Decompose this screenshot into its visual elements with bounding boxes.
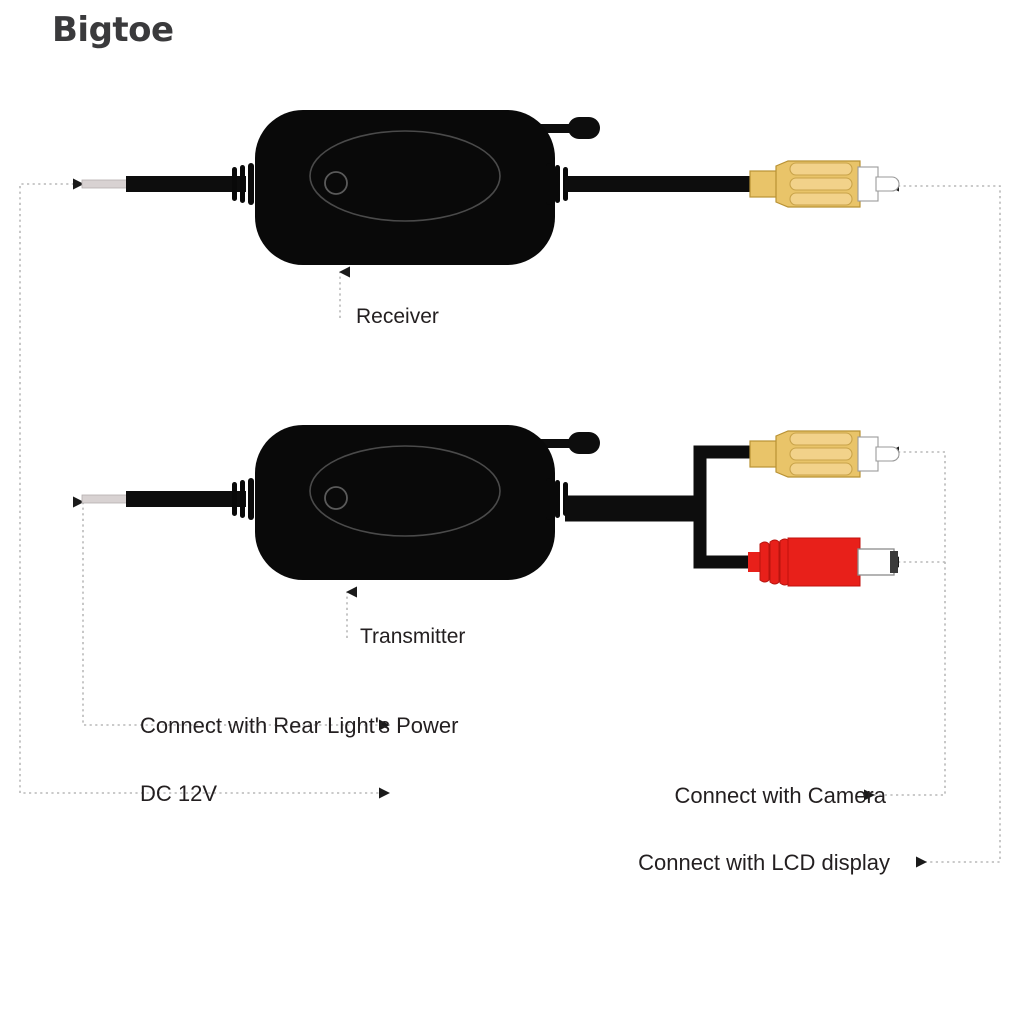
receiver-strain-relief-left [232,163,254,205]
label-connect-camera: Connect with Camera [674,783,886,808]
label-dc-12v: DC 12V [140,781,218,806]
leader-camera-yellow [863,446,946,801]
transmitter-input-wire [81,491,246,507]
transmitter-rca-yellow [749,430,900,478]
part-callout-stems [338,266,358,638]
transmitter-rca-red [747,537,899,587]
receiver-decal-ellipse [309,130,501,222]
label-receiver: Receiver [356,305,439,328]
transmitter-body [255,425,555,580]
receiver-assembly [81,110,900,265]
receiver-input-wire [81,176,246,192]
label-connect-lcd-display: Connect with LCD display [638,850,890,875]
receiver-rca-yellow [749,160,900,208]
label-rear-light-power: Connect with Rear Light's Power [140,713,459,738]
transmitter-y-splitter-cable [565,445,760,569]
leader-lcd-display [887,180,1001,868]
watermark-bigtoe: Bigtoe [52,10,174,50]
transmitter-assembly [81,425,900,587]
receiver-body [255,110,555,265]
leader-dc-12v [19,178,391,799]
leader-rear-light-power [72,496,391,731]
receiver-strain-relief-right [546,163,568,205]
receiver-decal-dot [324,171,348,195]
transmitter-strain-relief-right [546,478,568,520]
transmitter-decal-dot [324,486,348,510]
leader-lines [19,178,1001,868]
transmitter-strain-relief-left [232,478,254,520]
transmitter-decal-ellipse [309,445,501,537]
receiver-output-cable [565,176,755,192]
label-transmitter: Transmitter [360,625,466,648]
